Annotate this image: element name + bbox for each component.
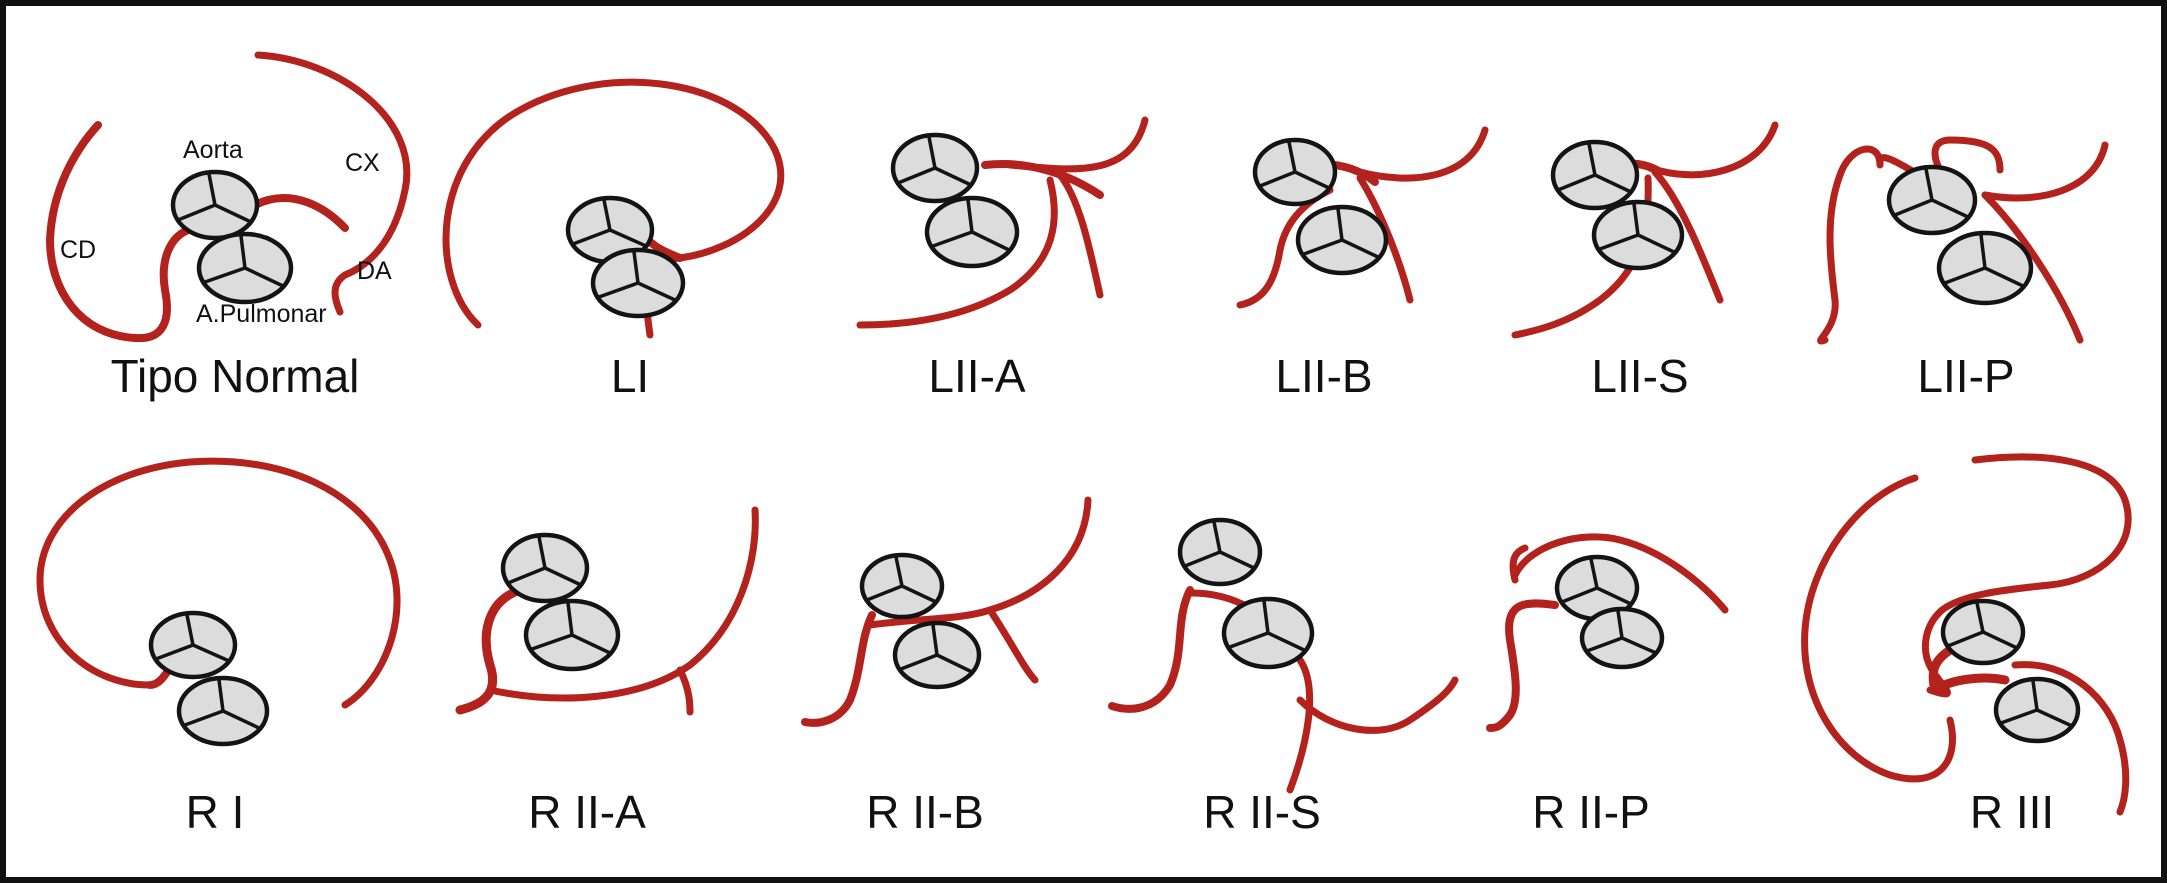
- cx-origin: [251, 194, 349, 232]
- panel-l-ii-b: LII-B: [1236, 126, 1489, 402]
- descending-branch: [1056, 171, 1104, 299]
- panel-label: R II-S: [1203, 786, 1321, 838]
- right-coronary-main: [1108, 586, 1194, 713]
- septal-branch: [1184, 589, 1314, 794]
- aortic-valve: [890, 132, 980, 204]
- panel-r-iii: R III: [1801, 453, 2132, 838]
- aortic-valve: [500, 532, 590, 604]
- panel-label: R III: [1970, 786, 2054, 838]
- right-coronary-main: [1486, 599, 1559, 732]
- aortic-valve: [170, 169, 260, 241]
- panel-r-i: R I: [36, 457, 401, 838]
- pulmonary-valve: [1295, 204, 1389, 276]
- posterior-right-coronary: [1817, 145, 1939, 345]
- common-trunk: [1928, 645, 2010, 695]
- panel-r-ii-s: R II-S: [1108, 517, 1459, 838]
- panel-l-i: LI: [442, 78, 785, 402]
- label-cd: CD: [60, 236, 96, 264]
- panel-l-ii-a: LII-A: [856, 116, 1149, 402]
- panel-l-ii-p: LII-P: [1817, 136, 2109, 402]
- pulmonary-valve: [1993, 676, 2081, 744]
- right-coronary-loop: [1801, 474, 1956, 783]
- pulmonary-valve: [196, 231, 294, 305]
- pulmonary-valve: [523, 598, 621, 672]
- label-da: DA: [357, 257, 392, 285]
- right-coronary: [856, 176, 1058, 329]
- aortic-valve: [1940, 598, 2026, 666]
- circumflex-branch: [1646, 121, 1779, 179]
- panel-label: R II-B: [866, 786, 984, 838]
- panel-r-ii-b: R II-B: [801, 496, 1092, 838]
- pulmonary-valve: [1221, 596, 1315, 670]
- aortic-valve: [1177, 517, 1263, 587]
- pulmonary-valve: [176, 675, 270, 747]
- panel-label: R I: [186, 786, 245, 838]
- anterior-descending: [2011, 661, 2130, 816]
- left-anterior-branch: [1296, 676, 1459, 734]
- pulmonary-valve: [892, 620, 982, 690]
- pulmonary-valve: [1936, 230, 2034, 306]
- panel-label: LII-P: [1917, 350, 2014, 402]
- panel-r-ii-p: R II-P: [1486, 533, 1729, 838]
- panel-label: LII-S: [1591, 350, 1688, 402]
- descending-branch: [986, 606, 1039, 684]
- right-coronary-main: [455, 585, 525, 715]
- panel-label: LI: [611, 350, 649, 402]
- pulmonary-valve: [924, 195, 1020, 269]
- pulmonary-valve: [1579, 606, 1665, 670]
- descending-stub: [676, 666, 694, 716]
- panel-r-ii-a: R II-A: [455, 506, 759, 838]
- pulmonary-valve: [590, 247, 686, 319]
- panel-label: R II-A: [528, 786, 646, 838]
- panel-tipo-normal: Aorta CX CD DA A.Pulmonar Tipo Normal: [46, 51, 411, 402]
- pulmonary-valve: [1591, 199, 1685, 271]
- aortic-valve: [859, 552, 945, 620]
- cx-artery: [254, 51, 411, 316]
- aortic-valve: [148, 610, 238, 680]
- right-coronary-main: [801, 611, 876, 727]
- single-coronary: [36, 457, 401, 709]
- circumflex-branch: [1356, 126, 1489, 182]
- aortic-valve: [1550, 139, 1640, 211]
- aortic-valve: [1554, 554, 1640, 622]
- label-pulmonar: A.Pulmonar: [196, 300, 327, 328]
- panel-label: R II-P: [1532, 786, 1650, 838]
- circumflex-branch: [1006, 116, 1149, 173]
- cd-artery: [46, 121, 202, 343]
- aortic-valve: [1886, 164, 1978, 236]
- descending-branch: [1356, 174, 1414, 304]
- panel-label: Tipo Normal: [111, 350, 360, 402]
- anterior-branch: [486, 506, 759, 702]
- panel-l-ii-s: LII-S: [1511, 121, 1779, 402]
- panel-label: LII-B: [1275, 350, 1372, 402]
- panel-label: LII-A: [928, 350, 1025, 402]
- label-aorta: Aorta: [183, 136, 243, 164]
- retroaortic-posterior-loop: [1511, 533, 1729, 614]
- descending-branch: [1651, 168, 1724, 304]
- circumflex-branch: [1981, 141, 2109, 202]
- posterior-arm: [1509, 544, 1529, 584]
- descending-branch: [1981, 191, 2084, 344]
- label-cx: CX: [345, 149, 380, 177]
- aortic-valve: [1252, 137, 1338, 207]
- retroaortic-loop: [1931, 136, 2004, 189]
